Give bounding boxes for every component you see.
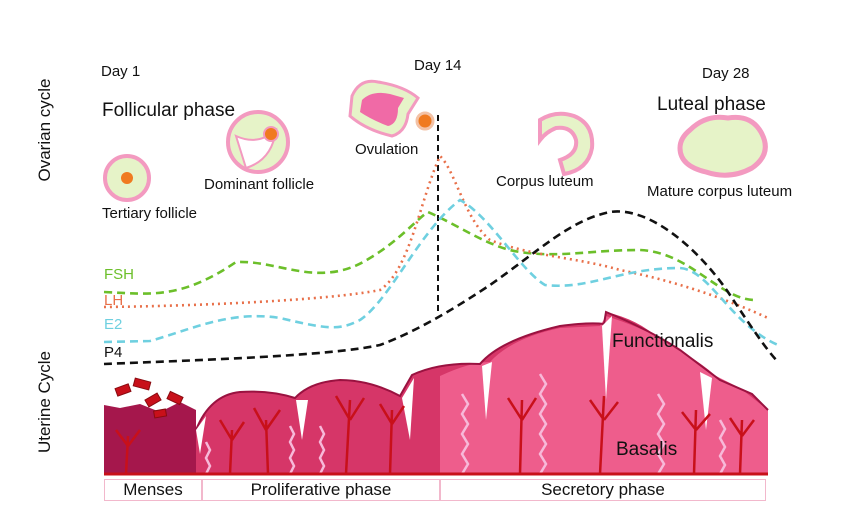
luteal-phase-label: Luteal phase xyxy=(657,94,766,115)
tertiary-follicle-graphic xyxy=(103,154,151,202)
fsh-label: FSH xyxy=(104,266,134,283)
phase-proliferative: Proliferative phase xyxy=(202,479,440,501)
ovulation-label: Ovulation xyxy=(355,141,419,158)
functionalis-label: Functionalis xyxy=(612,331,714,352)
mature-corpus-luteum-graphic xyxy=(677,114,768,178)
dominant-follicle-graphic xyxy=(226,110,290,174)
day1-label: Day 1 xyxy=(101,63,141,80)
e2-curve xyxy=(103,198,779,347)
ovarian-cycle-label: Ovarian cycle xyxy=(35,78,54,182)
fsh-curve xyxy=(103,210,756,302)
ovulation-graphic xyxy=(348,79,435,138)
dominant-follicle-label: Dominant follicle xyxy=(204,176,315,193)
phase-menses: Menses xyxy=(104,479,202,501)
p4-curve xyxy=(103,210,779,366)
endometrium-graphic xyxy=(104,310,769,476)
follicular-phase-label: Follicular phase xyxy=(102,100,236,121)
basalis-label: Basalis xyxy=(616,439,678,460)
day28-label: Day 28 xyxy=(702,65,750,82)
lh-label: LH xyxy=(104,292,124,309)
mature-corpus-luteum-label: Mature corpus luteum xyxy=(647,183,793,200)
tertiary-follicle-label: Tertiary follicle xyxy=(102,205,198,222)
day14-label: Day 14 xyxy=(414,57,462,74)
corpus-luteum-label: Corpus luteum xyxy=(496,173,594,190)
uterine-cycle-label: Uterine Cycle xyxy=(35,350,54,454)
corpus-luteum-graphic xyxy=(538,111,595,177)
phase-secretory: Secretory phase xyxy=(440,479,766,501)
p4-label: P4 xyxy=(104,344,123,361)
e2-label: E2 xyxy=(104,316,123,333)
